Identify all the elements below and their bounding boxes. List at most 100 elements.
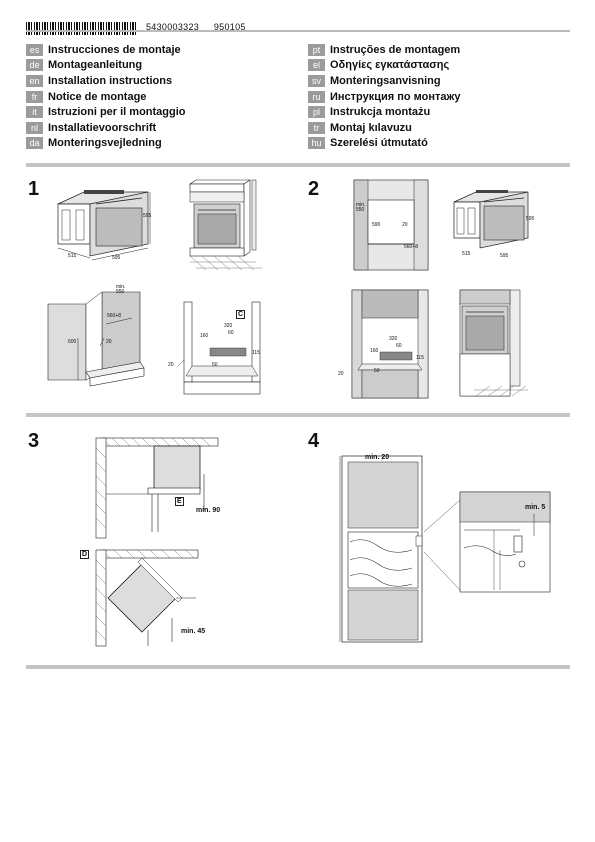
dim-60: 60 xyxy=(228,330,234,336)
dim-depth-515: 515 xyxy=(68,253,77,259)
step-number-3: 3 xyxy=(28,430,40,452)
language-list-left: es Instrucciones de montaje de Montageanlei… xyxy=(26,42,286,151)
language-row-nl: nl Installatievoorschrift xyxy=(26,120,286,136)
s2-dim-595-height: 595 xyxy=(526,216,535,222)
cabinet-cutout-diagram xyxy=(47,291,145,387)
language-code-badge: da xyxy=(26,137,43,150)
document-codes: 5430003323 950105 xyxy=(146,22,258,32)
language-title: Montageanleitung xyxy=(48,59,143,72)
document-code: 5430003323 xyxy=(146,22,200,32)
dim-115: 115 xyxy=(252,350,260,356)
language-code-badge: ru xyxy=(308,90,325,103)
column-niche-diagram xyxy=(353,179,429,271)
dim-min-5: min. 5 xyxy=(525,504,546,511)
language-code-badge: es xyxy=(26,43,43,56)
s2-dim-50: 50 xyxy=(374,368,380,374)
dim-min-90: min. 90 xyxy=(196,507,221,514)
language-code-badge: el xyxy=(308,59,325,72)
dim-160: 160 xyxy=(200,333,209,339)
barcode xyxy=(26,22,138,35)
detail-label-e: E xyxy=(175,497,184,506)
corner-rotated-diagram xyxy=(95,549,199,647)
language-code-badge: de xyxy=(26,59,43,72)
dim-20-floor: 20 xyxy=(168,362,174,368)
s2-dim-560-8: 560+8 xyxy=(404,244,419,250)
language-title: Instruções de montagem xyxy=(330,43,461,56)
detail-label-d: D xyxy=(80,550,90,559)
language-title: Инструкция по монтажу xyxy=(330,90,461,103)
language-code-badge: pl xyxy=(308,106,325,119)
s2-dim-595-width: 595 xyxy=(500,253,509,259)
s2-dim-515: 515 xyxy=(462,251,471,257)
language-row-pt: pt Instruções de montagem xyxy=(308,42,568,58)
s2-dim-min-550: min. 550 xyxy=(356,202,366,213)
section-divider xyxy=(26,163,570,167)
language-list-right: pt Instruções de montagem el Οδηγίες εγκατά… xyxy=(308,42,568,151)
language-title: Instrucciones de montaje xyxy=(48,43,181,56)
dim-600: 600 xyxy=(68,339,77,345)
language-title: Installatievoorschrift xyxy=(48,121,157,134)
language-code-badge: en xyxy=(26,74,43,87)
language-row-tr: tr Montaj kılavuzu xyxy=(308,120,568,136)
dim-height-595: 595 xyxy=(143,213,152,219)
oven-dimensions-diagram xyxy=(57,190,151,261)
language-row-es: es Instrucciones de montaje xyxy=(26,42,286,58)
step-number-4: 4 xyxy=(308,430,320,452)
language-title: Szerelési útmutató xyxy=(330,137,428,150)
language-code-badge: nl xyxy=(26,121,43,134)
dim-min-45: min. 45 xyxy=(181,628,206,635)
step-number-2: 2 xyxy=(308,178,320,200)
s2-dim-160: 160 xyxy=(370,348,379,354)
section-divider-2 xyxy=(26,413,570,417)
language-code-badge: hu xyxy=(308,137,325,150)
language-title: Οδηγίες εγκατάστασης xyxy=(330,59,450,72)
language-code-badge: sv xyxy=(308,74,325,87)
corner-top-view-diagram xyxy=(95,437,219,539)
dim-560-8: 560+8 xyxy=(107,313,122,319)
s2-dim-20-floor: 20 xyxy=(338,371,344,377)
s2-oven-installed-column-diagram xyxy=(459,289,528,397)
dim-20: 20 xyxy=(106,339,112,345)
dim-320: 320 xyxy=(224,323,233,329)
document-date-code: 950105 xyxy=(213,22,246,32)
s2-dim-60: 60 xyxy=(396,343,402,349)
language-code-badge: fr xyxy=(26,90,43,103)
s2-ventilation-cutout-diagram xyxy=(351,289,429,399)
s2-dim-20: 20 xyxy=(402,222,408,228)
header-rule xyxy=(26,30,570,32)
section-divider-3 xyxy=(26,665,570,669)
language-code-badge: it xyxy=(26,106,43,119)
language-row-hu: hu Szerelési útmutató xyxy=(308,136,568,152)
language-row-pl: pl Instrukcja montażu xyxy=(308,104,568,120)
dim-min-550: min. 550 xyxy=(116,284,126,295)
language-title: Istruzioni per il montaggio xyxy=(48,106,186,119)
language-title: Instrukcja montażu xyxy=(330,106,431,119)
language-title: Montaj kılavuzu xyxy=(330,121,412,134)
language-row-en: en Installation instructions xyxy=(26,73,286,89)
language-title: Installation instructions xyxy=(48,74,173,87)
language-row-ru: ru Инструкция по монтажу xyxy=(308,89,568,105)
language-row-de: de Montageanleitung xyxy=(26,58,286,74)
dim-50: 50 xyxy=(212,362,218,368)
detail-label-c: C xyxy=(236,310,246,319)
s2-oven-dimensions-diagram xyxy=(453,190,529,249)
step-number-1: 1 xyxy=(28,178,40,200)
s2-dim-115: 115 xyxy=(416,355,424,361)
oven-installed-column-diagram xyxy=(189,179,262,271)
s2-dim-590: 590 xyxy=(372,222,381,228)
tall-unit-side-diagram xyxy=(339,455,423,643)
language-row-el: el Οδηγίες εγκατάστασης xyxy=(308,58,568,74)
s2-dim-320: 320 xyxy=(389,336,398,342)
dim-min-20: min. 20 xyxy=(365,454,390,461)
dim-width-595: 595 xyxy=(112,255,121,261)
language-code-badge: pt xyxy=(308,43,325,56)
language-title: Notice de montage xyxy=(48,90,147,103)
detail-zoom-lines xyxy=(423,491,551,593)
language-row-fr: fr Notice de montage xyxy=(26,89,286,105)
ventilation-cutout-diagram xyxy=(177,301,261,395)
language-title: Monteringsanvisning xyxy=(330,74,441,87)
language-row-sv: sv Monteringsanvisning xyxy=(308,73,568,89)
language-code-badge: tr xyxy=(308,121,325,134)
language-row-it: it Istruzioni per il montaggio xyxy=(26,104,286,120)
